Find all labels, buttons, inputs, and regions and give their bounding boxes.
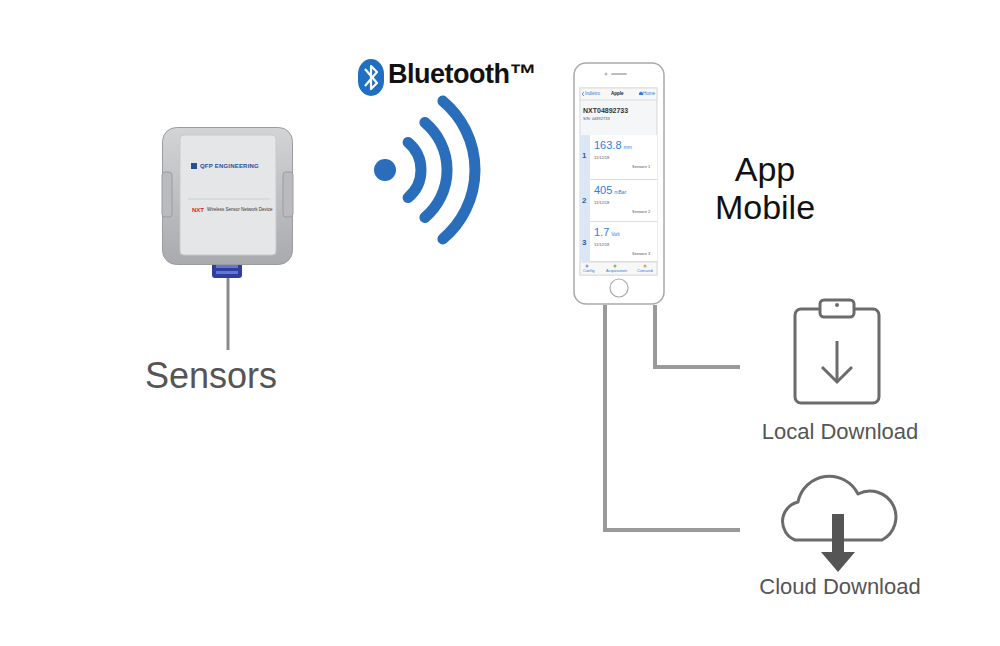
download-arrowhead	[822, 367, 852, 382]
home-button	[610, 279, 628, 297]
node-text: Indietro	[585, 92, 600, 97]
clipboard-board	[795, 309, 879, 403]
sensor-device: QFP ENGINEERING NXTWireless Sensor Networ…	[162, 127, 293, 265]
housing-tab	[283, 172, 293, 217]
row-strip	[580, 222, 590, 262]
app-tab-bar	[580, 262, 657, 275]
node-text: 11/12/18	[594, 156, 609, 160]
signal-wave	[425, 123, 447, 218]
phone-camera	[605, 73, 608, 76]
back-chevron	[582, 92, 584, 96]
clipboard-clip	[820, 300, 854, 317]
node-text: 1	[582, 152, 586, 160]
clip-hole	[835, 303, 839, 307]
reading-row: 1 163.8mm 11/12/18Sensore 1	[580, 135, 657, 180]
app-header-bar	[580, 88, 657, 100]
node-text: Home	[643, 92, 655, 97]
brand-label: Bluetooth™	[388, 61, 536, 88]
signal-wave	[443, 101, 475, 239]
node-text: Comandi	[637, 269, 653, 273]
node-text: 3	[582, 239, 586, 247]
gland-ridge	[216, 265, 238, 268]
node-text: NXT04892733	[583, 107, 628, 114]
phone-screen	[580, 88, 657, 275]
reading-row: 3 1.7Volt 11/12/18Sensore 3	[580, 222, 657, 262]
node-heading: App Mobile	[695, 150, 835, 226]
phone-body	[574, 63, 664, 304]
device-label-panel	[180, 135, 276, 255]
company-logo	[191, 163, 197, 169]
node-text: QFP ENGINEERING	[200, 163, 259, 169]
reading-row: 2 405mBar 11/12/18Sensore 2	[580, 180, 657, 222]
housing-tab	[162, 172, 172, 217]
tab-glyph	[614, 265, 617, 268]
cloud-arrowhead	[821, 552, 855, 572]
node-text: S/N: 04892733	[583, 117, 610, 121]
node-text: Config	[583, 269, 595, 273]
tab-glyph	[586, 265, 589, 268]
gland-ridge	[216, 271, 238, 274]
tab-glyph	[644, 265, 647, 268]
node-text: Sensore 3	[632, 252, 650, 256]
node-text: 2	[582, 197, 586, 205]
bluetooth-logo	[358, 59, 384, 96]
node-outline	[580, 222, 657, 262]
connector-line	[605, 305, 740, 530]
node-text: mBar	[614, 190, 626, 195]
node-text: Apple	[611, 92, 624, 97]
sensor-cable	[227, 276, 230, 350]
node-text: 163.8	[594, 140, 622, 151]
bluetooth-rune	[365, 66, 377, 89]
sensors-label: Sensors	[145, 358, 277, 394]
connector-line	[655, 305, 740, 367]
node-text: Sensore 2	[632, 210, 650, 214]
panel-rule	[188, 199, 270, 200]
node-outline	[162, 127, 293, 265]
node-text: Wireless Sensor Network Device	[207, 208, 273, 213]
node-text: 11/12/18	[594, 243, 609, 247]
phone-speaker	[611, 73, 627, 75]
signal-wave	[408, 142, 421, 197]
node-text: Volt	[611, 232, 619, 237]
node-text: 11/12/18	[594, 201, 609, 205]
cloud-arrow-shaft	[832, 514, 844, 554]
cloud-icon: Cloud Download	[740, 462, 940, 602]
download-icon: Local Download	[740, 295, 940, 445]
node-text: 405	[594, 185, 612, 196]
device-housing	[163, 128, 293, 265]
signal-dot	[374, 159, 396, 181]
node-text: Sensore 1	[632, 165, 650, 169]
node-text: 1.7	[594, 227, 609, 238]
node-outline	[580, 180, 657, 222]
download-arrow	[836, 341, 839, 381]
node-text: NXT	[192, 207, 204, 213]
node-text: Local Download	[740, 421, 940, 443]
row-strip	[580, 135, 590, 180]
node-text: Acquisizioni	[606, 269, 627, 273]
node-text: Cloud Download	[740, 576, 940, 598]
smartphone: App MobileIndietroAppleHomeNXT04892733S/…	[573, 62, 665, 305]
home-glyph	[639, 92, 643, 96]
row-strip	[580, 180, 590, 222]
node-text: mm	[624, 145, 632, 150]
